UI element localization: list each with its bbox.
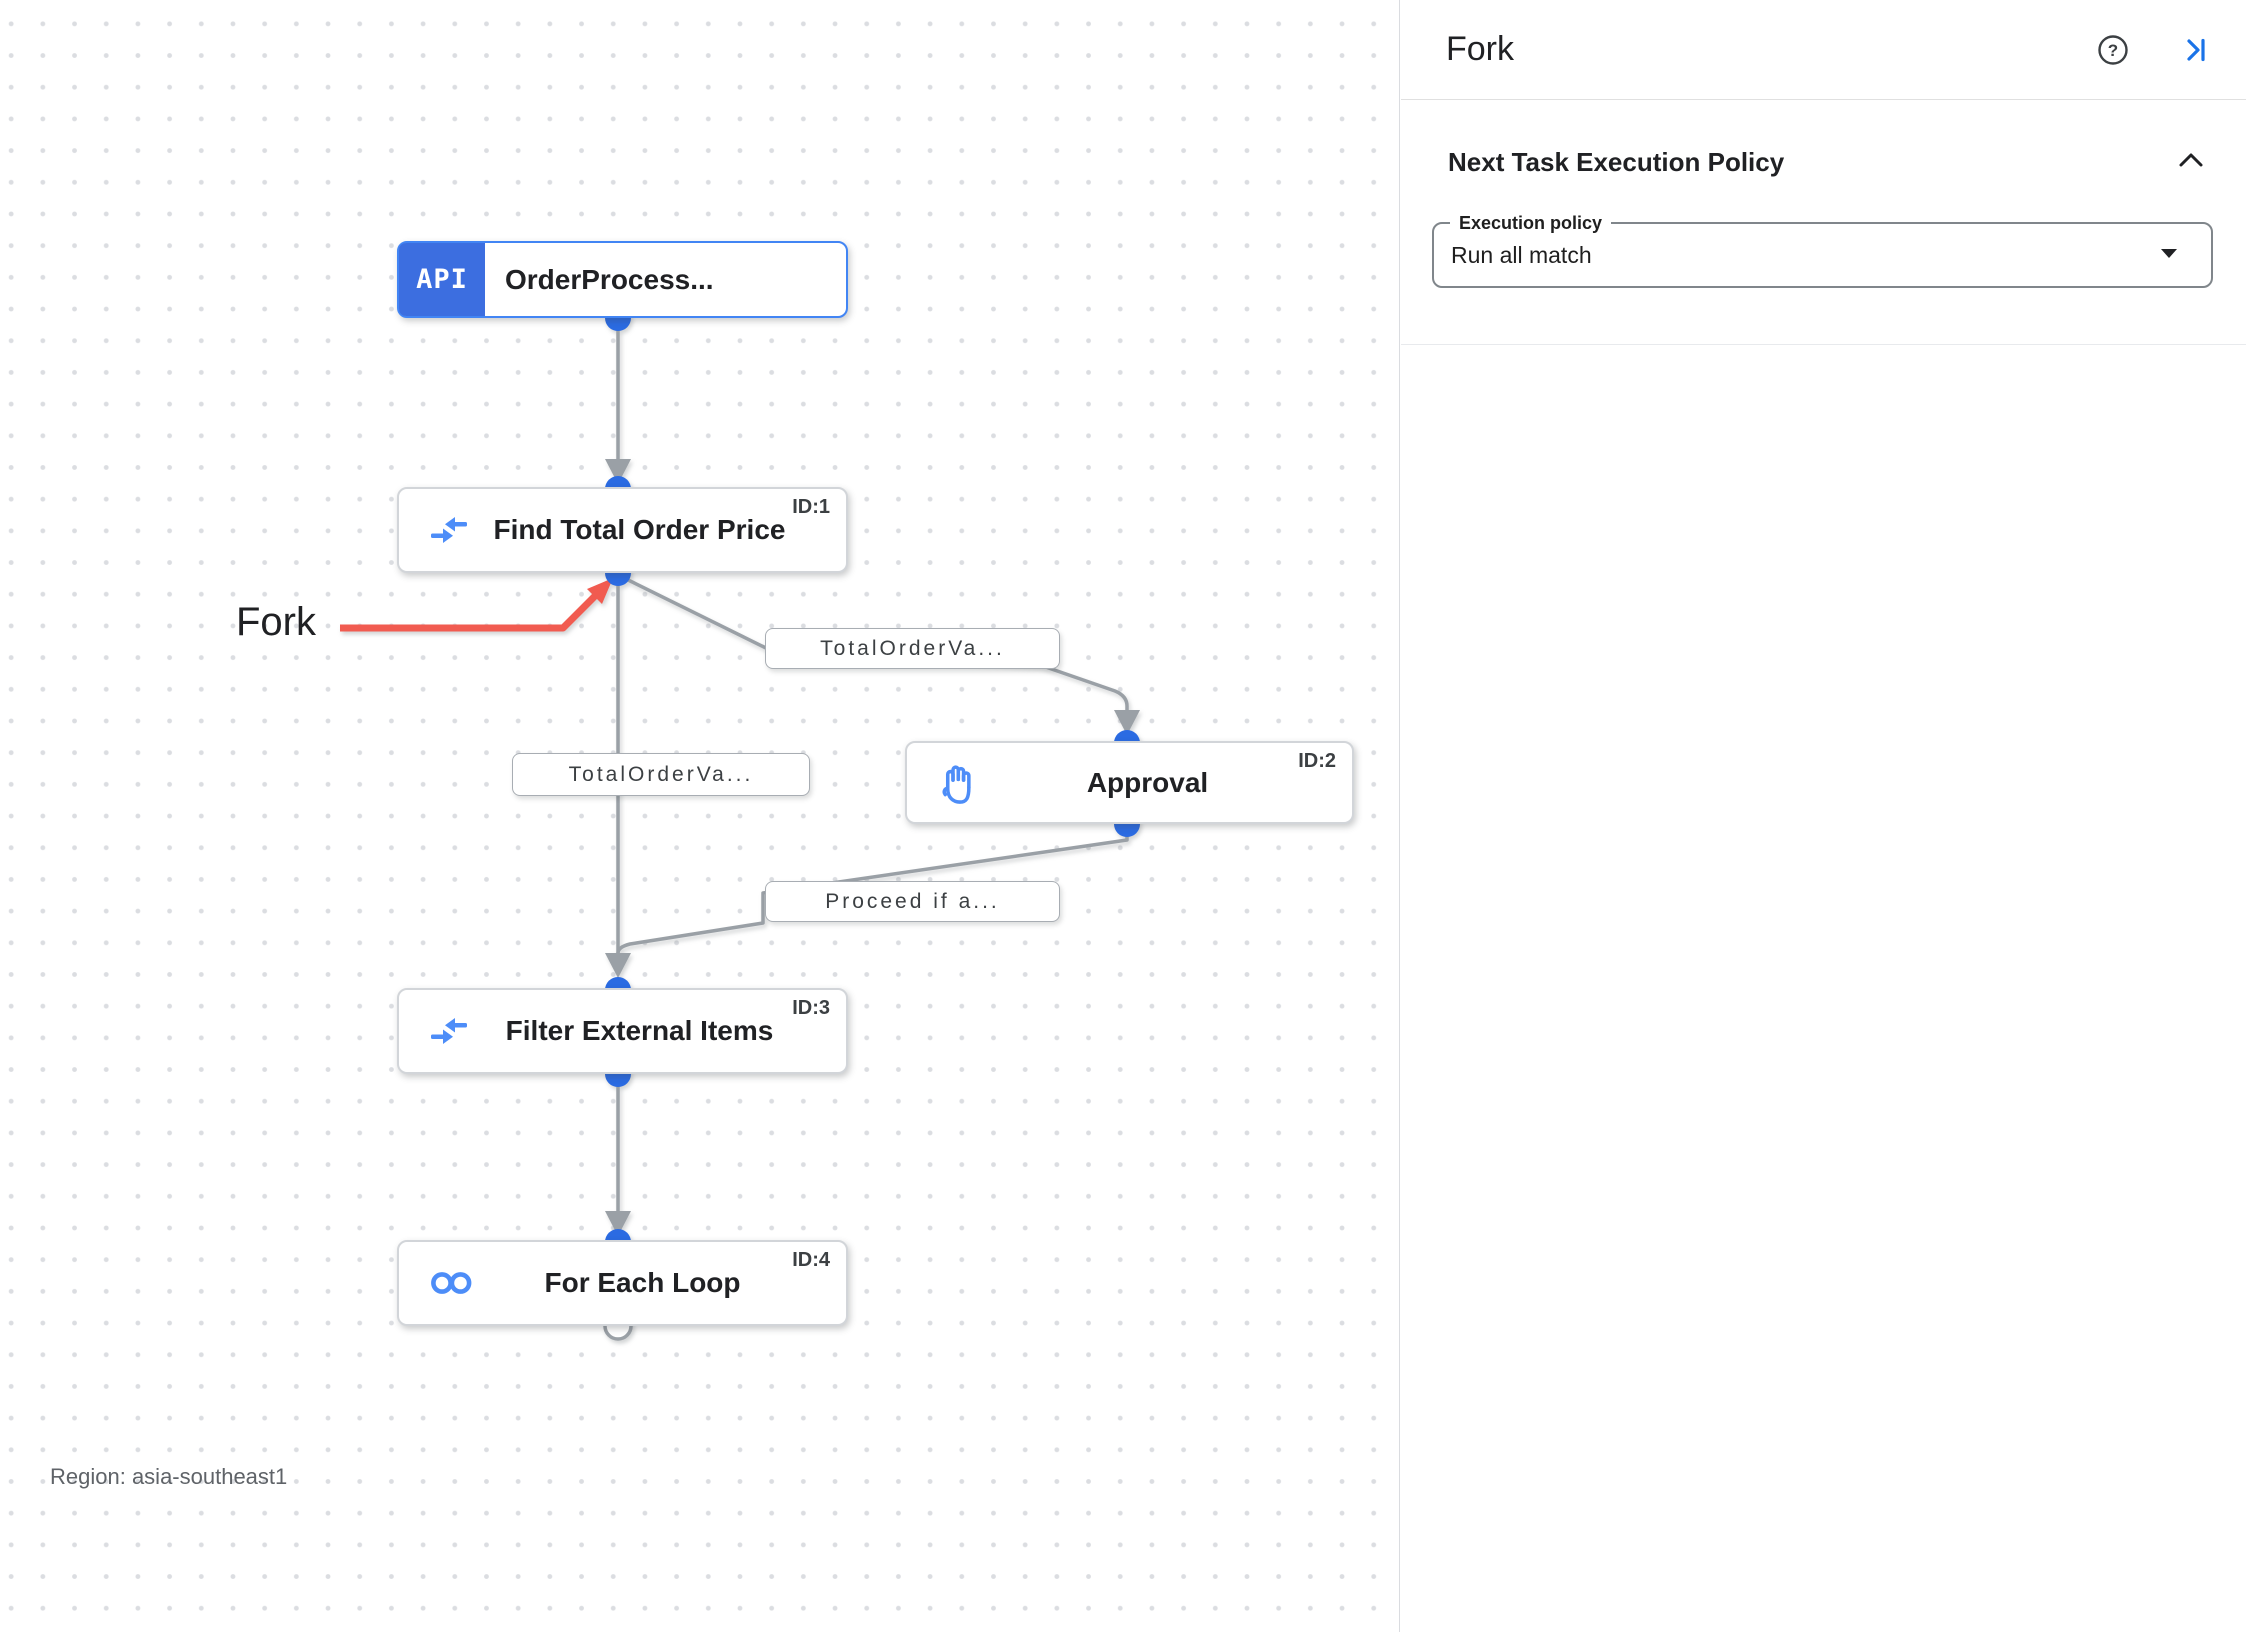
data-mapping-icon [429, 1015, 469, 1047]
collapse-panel-icon[interactable] [2178, 33, 2212, 67]
fork-annotation-arrow [340, 578, 613, 632]
workflow-canvas[interactable]: API OrderProcess... ID:1 Find Total Orde… [0, 0, 1400, 1632]
arrowhead-into-task4 [605, 1211, 631, 1236]
dropdown-caret-icon [2160, 246, 2178, 264]
help-icon[interactable]: ? [2096, 33, 2130, 67]
section-title: Next Task Execution Policy [1448, 147, 1785, 177]
panel-title: Fork [1446, 30, 1514, 68]
approval-hand-icon [937, 761, 979, 805]
edge-label-totalordervalue-left[interactable]: TotalOrderVa... [512, 753, 810, 796]
svg-text:?: ? [2108, 41, 2118, 60]
arrowhead-into-task2 [1114, 710, 1140, 735]
execution-policy-value: Run all match [1451, 241, 1592, 268]
fork-annotation-label: Fork [236, 600, 316, 644]
node-title: For Each Loop [544, 1267, 741, 1298]
node-title: Approval [1086, 766, 1209, 798]
panel-header: Fork ? [1401, 0, 2246, 100]
data-mapping-icon [429, 514, 469, 546]
region-label: Region: asia-southeast1 [50, 1464, 288, 1489]
arrowhead-into-task1 [605, 459, 631, 484]
node-filter-external-items[interactable]: ID:3 Filter External Items [397, 988, 848, 1074]
execution-policy-select[interactable]: Execution policy Run all match [1432, 211, 2213, 288]
task-id-badge: ID:3 [792, 997, 830, 1019]
node-approval[interactable]: ID:2 Approval [905, 741, 1354, 824]
edge-label-totalordervalue-right[interactable]: TotalOrderVa... [765, 628, 1060, 669]
chevron-up-icon[interactable] [2176, 150, 2206, 175]
node-for-each-loop[interactable]: ID:4 For Each Loop [397, 1240, 848, 1326]
node-title: Filter External Items [505, 1015, 774, 1046]
task-id-badge: ID:2 [1298, 750, 1336, 772]
task-config-panel: Fork ? Next Task Execution Policy [1401, 0, 2246, 1632]
edge-label-text: Proceed if a... [825, 889, 1000, 913]
node-title: Find Total Order Price [493, 514, 786, 545]
node-orderprocess-trigger[interactable]: API OrderProcess... [397, 241, 848, 318]
task-id-badge: ID:1 [792, 496, 830, 518]
section-next-task-execution-policy[interactable]: Next Task Execution Policy [1448, 147, 2206, 178]
edge-task2-task3 [616, 824, 1129, 954]
for-each-loop-icon [429, 1270, 475, 1296]
node-title: OrderProcess... [505, 263, 714, 295]
edge-task1-task2 [617, 573, 1129, 712]
api-badge-label: API [416, 264, 468, 295]
edge-label-text: TotalOrderVa... [820, 636, 1005, 660]
api-trigger-icon: API [399, 243, 485, 316]
execution-policy-label: Execution policy [1450, 211, 1612, 235]
edge-label-proceed-if[interactable]: Proceed if a... [765, 881, 1060, 922]
edge-label-text: TotalOrderVa... [568, 762, 754, 786]
arrowhead-into-task3 [605, 953, 631, 978]
task-id-badge: ID:4 [792, 1249, 830, 1271]
node-find-total-order-price[interactable]: ID:1 Find Total Order Price [397, 487, 848, 573]
panel-divider [1401, 344, 2246, 345]
